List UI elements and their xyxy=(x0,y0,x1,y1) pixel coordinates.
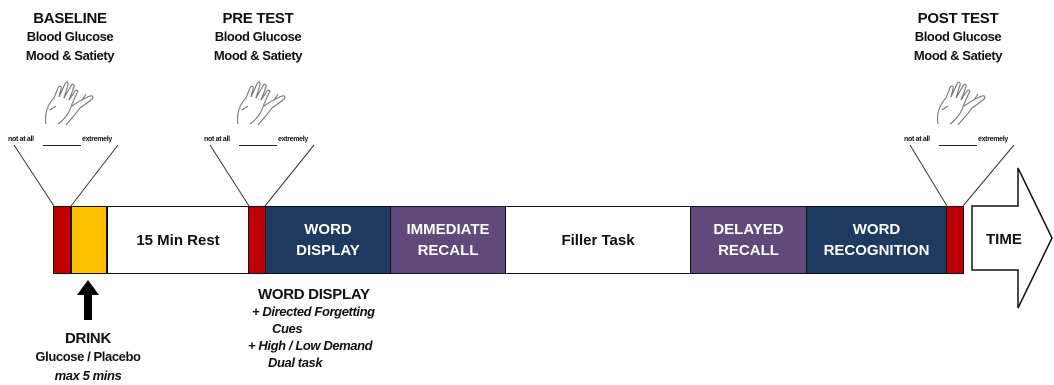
finger-prick-icon xyxy=(236,81,286,126)
post-test-marker xyxy=(946,206,964,274)
word-recognition-label-line1: WORD xyxy=(852,221,901,238)
word-display-label-line1: WORD xyxy=(304,221,352,238)
word-display-note-item1-cont: Cues xyxy=(272,321,303,336)
drink-caption: DRINK Glucose / Placebo max 5 mins xyxy=(18,330,158,385)
delayed-recall-label-line2: RECALL xyxy=(718,242,779,259)
baseline-header: BASELINE Blood Glucose Mood & Satiety xyxy=(10,10,130,65)
scale-line xyxy=(43,145,81,146)
funnel-line-right xyxy=(70,144,119,207)
finger-prick-icon xyxy=(44,81,94,126)
word-recognition-block: WORD RECOGNITION xyxy=(806,206,947,274)
drink-block xyxy=(71,206,107,274)
baseline-mood-label: Mood & Satiety xyxy=(25,48,115,63)
drink-title: DRINK xyxy=(65,330,111,347)
post-test-header: POST TEST Blood Glucose Mood & Satiety xyxy=(898,10,1018,65)
delayed-recall-label-line1: DELAYED xyxy=(713,221,784,238)
pre-test-title: PRE TEST xyxy=(222,10,294,27)
scale-low-label: not at all xyxy=(904,136,930,143)
funnel-line-left xyxy=(909,144,948,207)
funnel-line-right xyxy=(264,144,315,207)
up-arrow-icon xyxy=(77,280,99,320)
time-label: TIME xyxy=(986,231,1022,248)
scale-low-label: not at all xyxy=(204,136,230,143)
time-arrow xyxy=(971,167,1053,309)
word-display-note-item1: + Directed Forgetting xyxy=(252,304,375,319)
baseline-glucose-label: Blood Glucose xyxy=(26,29,114,44)
scale-line xyxy=(939,145,977,146)
baseline-title: BASELINE xyxy=(33,10,107,27)
funnel-line-right xyxy=(962,144,1015,207)
pre-test-marker xyxy=(248,206,266,274)
funnel-line-left xyxy=(209,144,250,207)
word-recognition-label-line2: RECOGNITION xyxy=(823,242,930,259)
word-display-block: WORD DISPLAY xyxy=(265,206,391,274)
pre-test-glucose-label: Blood Glucose xyxy=(214,29,302,44)
post-test-title: POST TEST xyxy=(917,10,999,27)
rest-label: 15 Min Rest xyxy=(136,231,220,249)
word-display-note-item2: + High / Low Demand xyxy=(248,338,373,353)
immediate-recall-label-line1: IMMEDIATE xyxy=(406,221,490,238)
post-test-mood-label: Mood & Satiety xyxy=(913,48,1003,63)
rest-block: 15 Min Rest xyxy=(107,206,249,274)
immediate-recall-block: IMMEDIATE RECALL xyxy=(390,206,506,274)
baseline-marker xyxy=(53,206,71,274)
scale-high-label: extremely xyxy=(82,136,112,143)
word-display-label-line2: DISPLAY xyxy=(296,242,360,259)
pre-test-header: PRE TEST Blood Glucose Mood & Satiety xyxy=(198,10,318,65)
scale-high-label: extremely xyxy=(278,136,308,143)
scale-line xyxy=(239,145,277,146)
pre-test-mood-label: Mood & Satiety xyxy=(213,48,303,63)
funnel-line-left xyxy=(13,144,55,207)
finger-prick-icon xyxy=(936,81,986,126)
delayed-recall-block: DELAYED RECALL xyxy=(690,206,807,274)
word-display-note: WORD DISPLAY + Directed Forgetting Cues … xyxy=(244,286,414,371)
scale-high-label: extremely xyxy=(978,136,1008,143)
filler-task-block: Filler Task xyxy=(505,206,691,274)
post-test-glucose-label: Blood Glucose xyxy=(914,29,1002,44)
drink-duration: max 5 mins xyxy=(54,368,122,383)
drink-substance: Glucose / Placebo xyxy=(35,349,141,364)
word-display-note-item2-cont: Dual task xyxy=(268,355,323,370)
filler-task-label: Filler Task xyxy=(561,231,635,249)
immediate-recall-label-line2: RECALL xyxy=(417,242,479,259)
word-display-note-title: WORD DISPLAY xyxy=(258,286,370,303)
scale-low-label: not at all xyxy=(8,136,34,143)
